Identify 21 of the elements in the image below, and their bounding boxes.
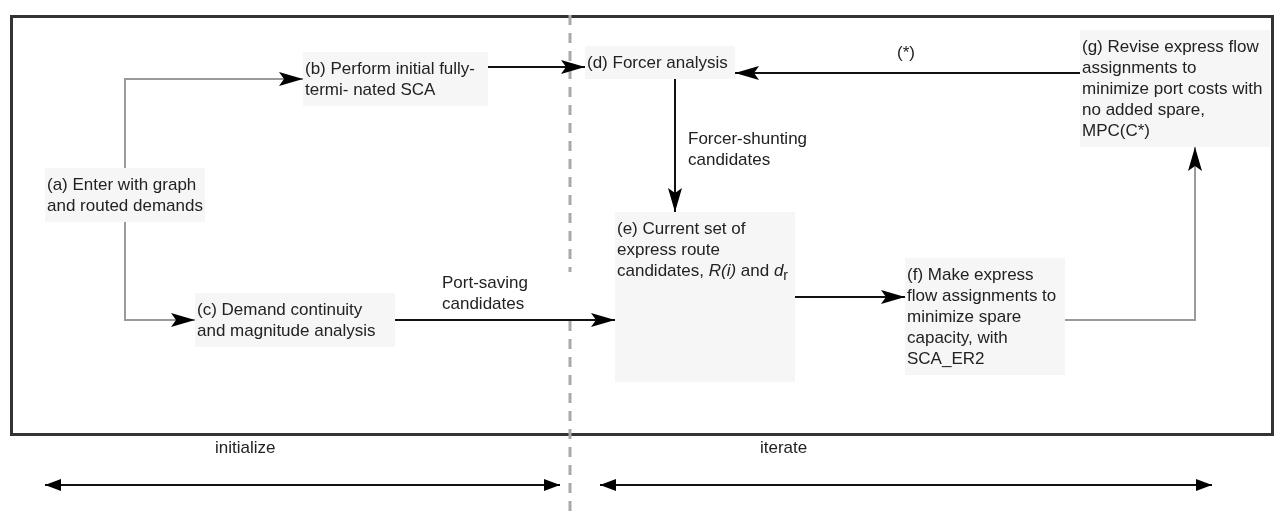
process-box: [303, 52, 488, 106]
process-text: (g) Revise express flow assignments to minimize port costs with no added spare, MPC(C*): [1082, 36, 1264, 141]
process-text: (b) Perform initial fully-termi- nated SCA: [305, 58, 477, 100]
process-box: [585, 46, 735, 79]
process-text: (f) Make express flow assignments to minimize spare capacity, with SCA_ER2: [907, 264, 1058, 369]
process-box: [45, 168, 205, 222]
arrow: [124, 221, 196, 327]
arrow: [1064, 146, 1202, 321]
process-box: [905, 258, 1065, 375]
process-box: [195, 293, 395, 347]
arrow: [794, 290, 906, 304]
arrow: [668, 78, 682, 213]
arrow: [734, 66, 1081, 80]
arrow: [124, 72, 304, 169]
process-text: (c) Demand continuity and magnitude analysis: [197, 299, 377, 341]
process-text: (a) Enter with graph and routed demands: [47, 174, 203, 216]
process-box: [615, 212, 795, 382]
arrow: [394, 313, 616, 327]
process-text: (e) Current set of express route candidates, R(i) and d$_{r}$: [617, 218, 790, 286]
process-text: (d) Forcer analysis: [587, 52, 729, 73]
arrow: [487, 60, 586, 74]
